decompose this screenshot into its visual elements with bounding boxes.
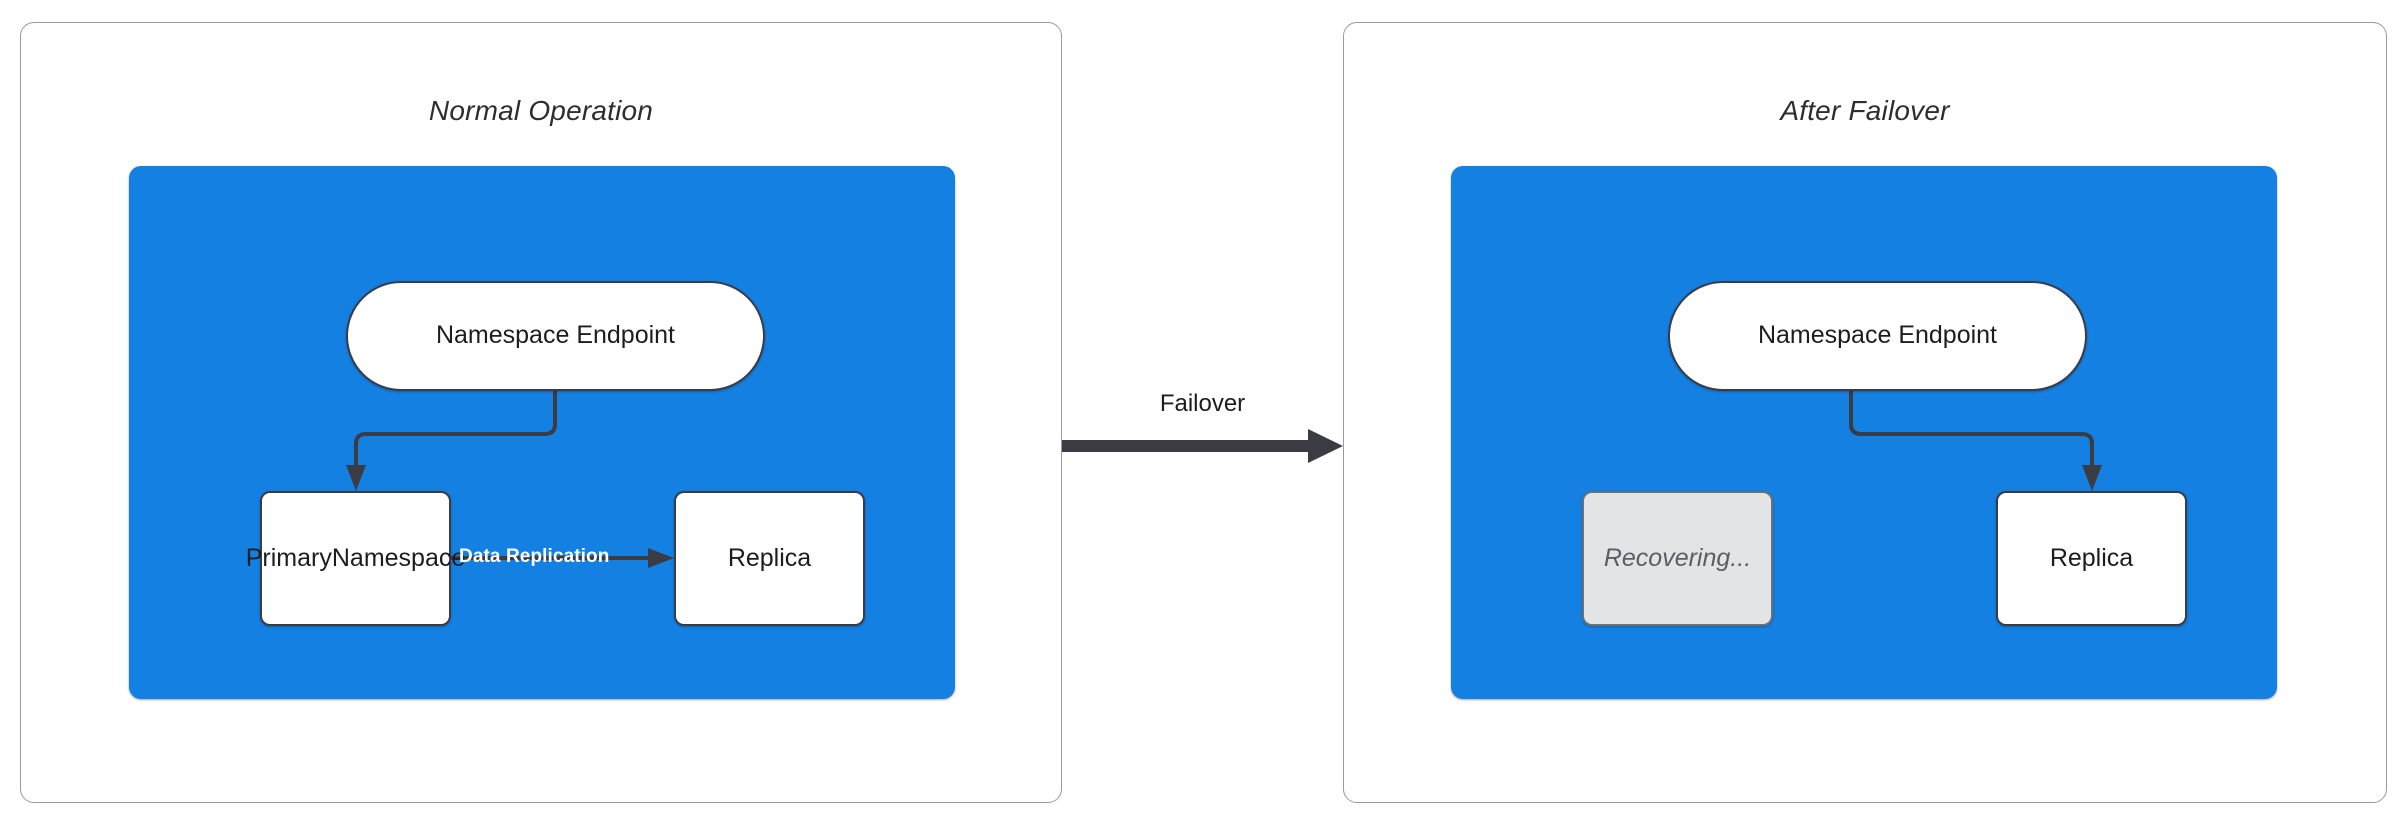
node-recovering[interactable]: Recovering... bbox=[1582, 491, 1773, 626]
panel-title-after-failover: After Failover bbox=[1780, 95, 1950, 126]
blue-region-after-failover: Namespace Endpoint Recovering... Replica bbox=[1451, 166, 2277, 699]
node-namespace-endpoint[interactable]: Namespace Endpoint bbox=[1668, 281, 2087, 391]
node-replica[interactable]: Replica bbox=[1996, 491, 2187, 626]
failover-transition: Failover bbox=[1062, 390, 1343, 490]
panel-title-normal-operation: Normal Operation bbox=[428, 95, 654, 126]
node-primary-namespace[interactable]: Primary Namespace bbox=[246, 491, 465, 626]
failover-arrow-icon bbox=[1062, 429, 1343, 463]
node-primary-namespace-line1: Primary bbox=[245, 543, 332, 572]
failover-label: Failover bbox=[1159, 390, 1246, 417]
node-replica[interactable]: Replica bbox=[674, 491, 865, 626]
node-namespace-endpoint[interactable]: Namespace Endpoint bbox=[346, 281, 765, 391]
panel-after-failover: After Failover Namespace Endpoint Recove… bbox=[1343, 22, 2387, 803]
node-primary-namespace-line2: Namespace bbox=[331, 543, 466, 572]
edge-label-data-replication: Data Replication bbox=[459, 546, 610, 567]
panel-normal-operation: Normal Operation Namespace Endpoint Prim… bbox=[20, 22, 1062, 803]
blue-region-normal-operation: Namespace Endpoint Primary Namespace Rep… bbox=[129, 166, 955, 699]
